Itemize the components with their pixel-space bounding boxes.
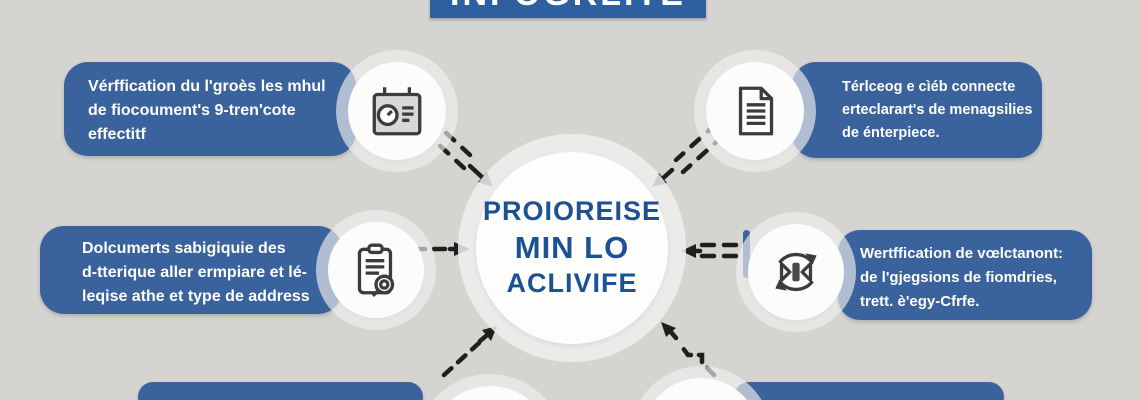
title-banner: INFOGRLITE	[430, 0, 706, 18]
callout-mid-right: Wertffication de vœlctanont: de l'gjegsi…	[838, 230, 1092, 320]
callout-bottom-left	[138, 382, 423, 400]
center-line2: MIN LO	[514, 229, 630, 265]
callout-top-left-icon-circle	[348, 62, 446, 160]
callout-bottom-right	[734, 382, 1004, 400]
callout-top-right-line3: de énterpiece.	[842, 125, 940, 141]
callout-top-left-line2: de fiocoument's 9-tren'cote	[88, 102, 296, 119]
arrow-bottom-right-icon	[661, 322, 717, 378]
center-circle: PROIOREISE MIN LO ACLIVIFE	[476, 152, 668, 344]
callout-top-left: Vérffication du l'groès les mhul de fioc…	[64, 62, 356, 156]
calendar-clock-icon	[366, 80, 428, 142]
document-icon	[724, 80, 786, 142]
callout-mid-left-line1: Dolcumerts sabigiquie des	[82, 240, 286, 257]
callout-mid-left-line3: leqise athe et type de address	[82, 288, 310, 305]
callout-top-right: Térlceog e cìéb connecte erteclarart's d…	[792, 62, 1042, 158]
callout-top-right-line2: erteclarart's de menagsilies	[842, 102, 1033, 118]
callout-mid-right-line2: de l'gjegsions de fiomdries,	[860, 269, 1057, 286]
callout-top-left-line3: effectitf	[88, 126, 146, 143]
callout-mid-right-icon-circle	[748, 224, 844, 320]
center-line3: ACLIVIFE	[506, 268, 638, 299]
callout-top-left-line1: Vérffication du l'groès les mhul	[88, 78, 326, 95]
arrow-bottom-left-icon	[441, 326, 497, 378]
callout-mid-right-line3: trett. è'egy-Cfrfe.	[860, 293, 980, 310]
callout-top-right-icon-circle	[706, 62, 804, 160]
sync-arrows-icon	[765, 241, 827, 303]
callout-top-right-line1: Térlceog e cìéb connecte	[842, 79, 1016, 95]
arrow-mid-right-icon	[681, 230, 750, 278]
callout-mid-left: Dolcumerts sabigiquie des d-tterique all…	[40, 226, 342, 314]
callout-mid-left-icon-circle	[328, 222, 424, 318]
callout-mid-right-line1: Wertffication de vœlctanont:	[860, 245, 1064, 262]
clipboard-search-icon	[345, 239, 407, 301]
center-line1: PROIOREISE	[482, 195, 662, 226]
callout-mid-left-line2: d-tterique aller ermpiare et lé-	[82, 264, 307, 281]
title-text: INFOGRLITE	[450, 0, 686, 14]
